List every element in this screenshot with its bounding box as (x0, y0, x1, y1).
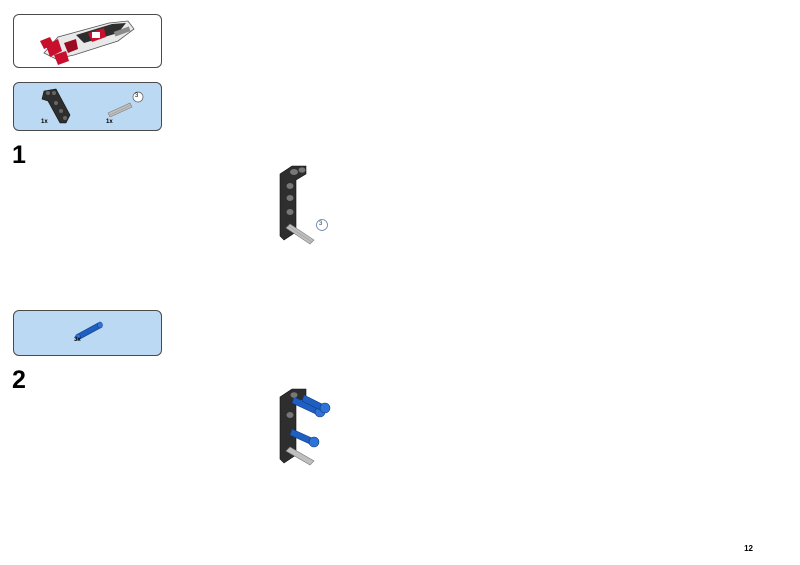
blue-pin-icon (75, 321, 103, 341)
page-number: 12 (744, 544, 753, 553)
step1-assembly-image (279, 165, 315, 245)
axle-length-label: 3 (135, 93, 139, 99)
model-preview-box (13, 14, 162, 68)
step-number-2: 2 (12, 366, 26, 394)
step1-part1-qty: 1x (41, 119, 48, 125)
step1-axle-length-label: 3 (319, 221, 323, 227)
step1-parts-box: 1x 3 1x (13, 82, 162, 131)
step-number-1: 1 (12, 141, 26, 169)
step2-part1-qty: 3x (74, 337, 81, 343)
axle-length-circle (132, 91, 144, 103)
step2-assembly-image (279, 388, 331, 466)
step1-part2-qty: 1x (106, 119, 113, 125)
black-angled-beam-icon (41, 88, 71, 124)
step1-axle-length-circle (316, 219, 328, 231)
car-model-icon (40, 20, 135, 65)
grey-axle-icon (107, 102, 133, 118)
step2-parts-box: 3x (13, 310, 162, 356)
